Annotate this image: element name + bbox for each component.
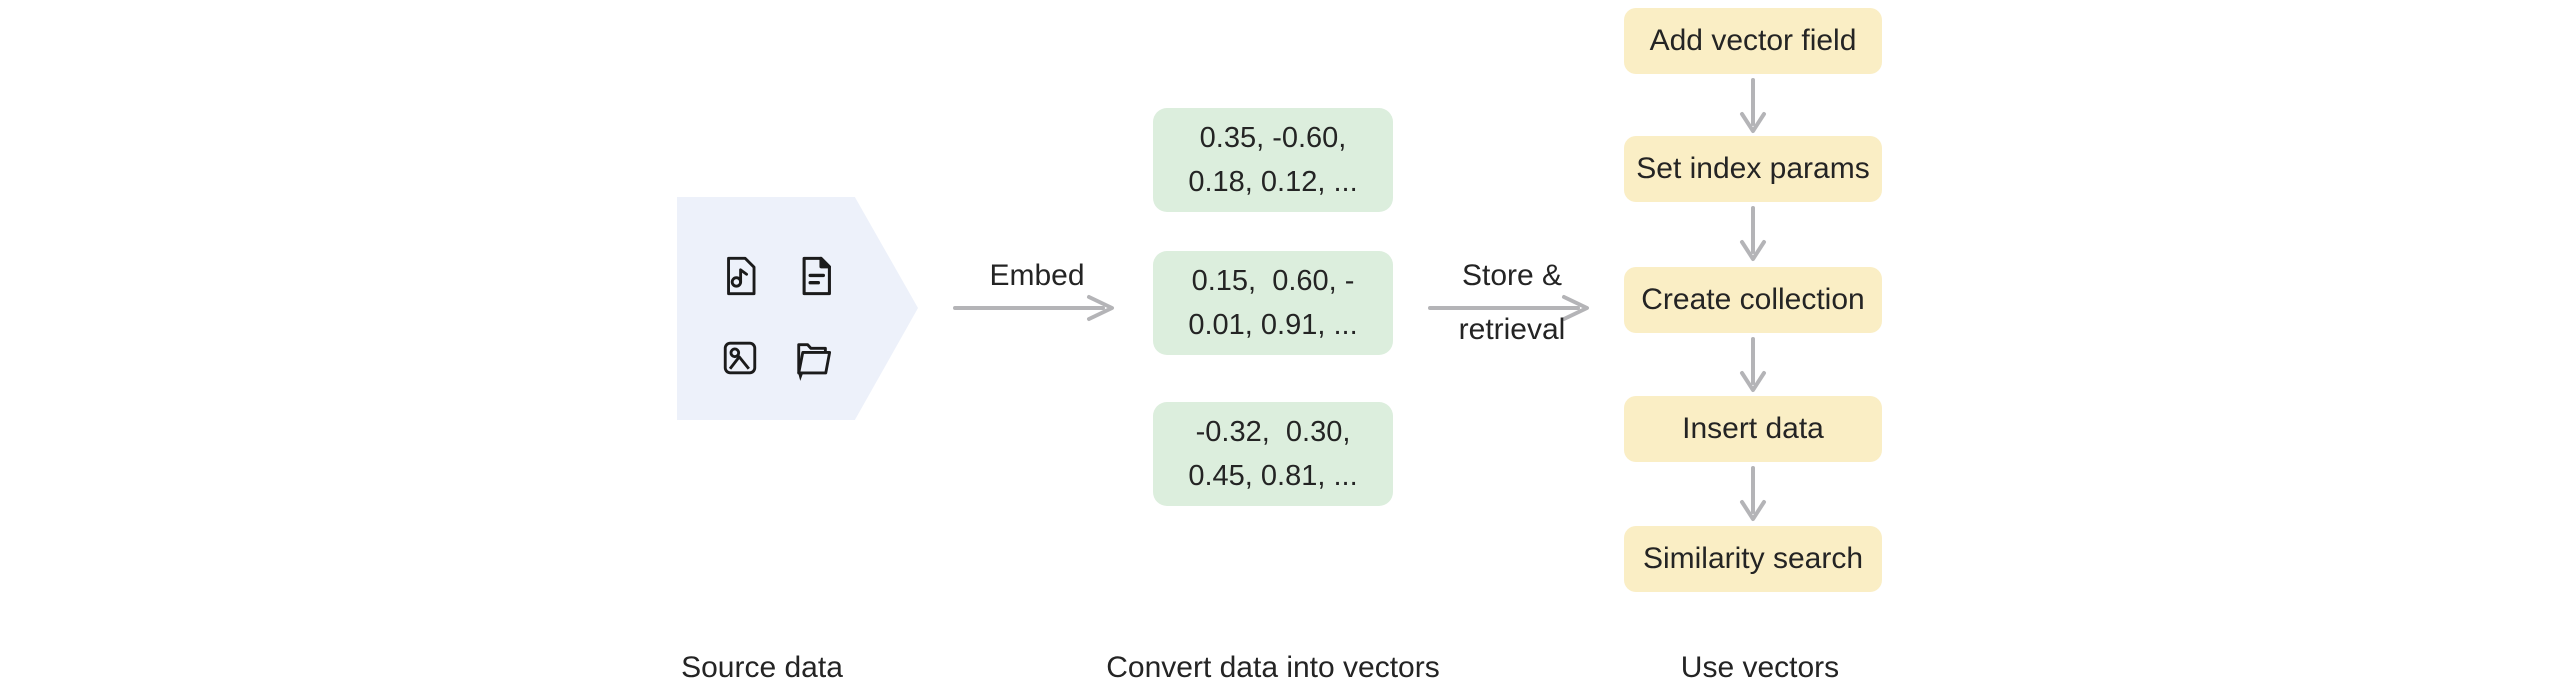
- folder-open-icon: [788, 336, 834, 382]
- store-retrieval-label-line2: retrieval: [1458, 313, 1566, 346]
- store-retrieval-label-line1: Store &: [1461, 259, 1563, 292]
- vector-box-1: 0.35, -0.60, 0.18, 0.12, ...: [1153, 108, 1393, 212]
- source-data-shape: [677, 197, 918, 420]
- embed-label: Embed: [989, 259, 1085, 292]
- image-icon: [717, 335, 763, 381]
- vector-values: 0.45, 0.81, ...: [1188, 460, 1358, 492]
- down-arrow-icon: [1740, 466, 1766, 521]
- vector-box-3: -0.32, 0.30, 0.45, 0.81, ...: [1153, 402, 1393, 506]
- step-add-vector-field: Add vector field: [1624, 8, 1882, 74]
- vector-box-2: 0.15, 0.60, - 0.01, 0.91, ...: [1153, 251, 1393, 355]
- audio-file-icon: [718, 253, 764, 299]
- down-arrow-icon: [1740, 337, 1766, 392]
- step-set-index-params: Set index params: [1624, 136, 1882, 202]
- embed-arrow-icon: [953, 295, 1114, 321]
- vector-values: 0.15, 0.60, -: [1191, 265, 1355, 297]
- vector-values: 0.01, 0.91, ...: [1188, 309, 1358, 341]
- step-similarity-search: Similarity search: [1624, 526, 1882, 592]
- vector-values: 0.35, -0.60,: [1199, 122, 1347, 154]
- caption-source-data: Source data: [681, 651, 843, 684]
- step-insert-data: Insert data: [1624, 396, 1882, 462]
- caption-convert-data: Convert data into vectors: [1106, 651, 1440, 684]
- caption-use-vectors: Use vectors: [1680, 651, 1840, 684]
- step-create-collection: Create collection: [1624, 267, 1882, 333]
- store-retrieval-arrow-icon: [1428, 295, 1589, 321]
- down-arrow-icon: [1740, 78, 1766, 133]
- vector-values: 0.18, 0.12, ...: [1188, 166, 1358, 198]
- text-file-icon: [793, 253, 839, 299]
- vector-values: -0.32, 0.30,: [1195, 416, 1351, 448]
- down-arrow-icon: [1740, 206, 1766, 261]
